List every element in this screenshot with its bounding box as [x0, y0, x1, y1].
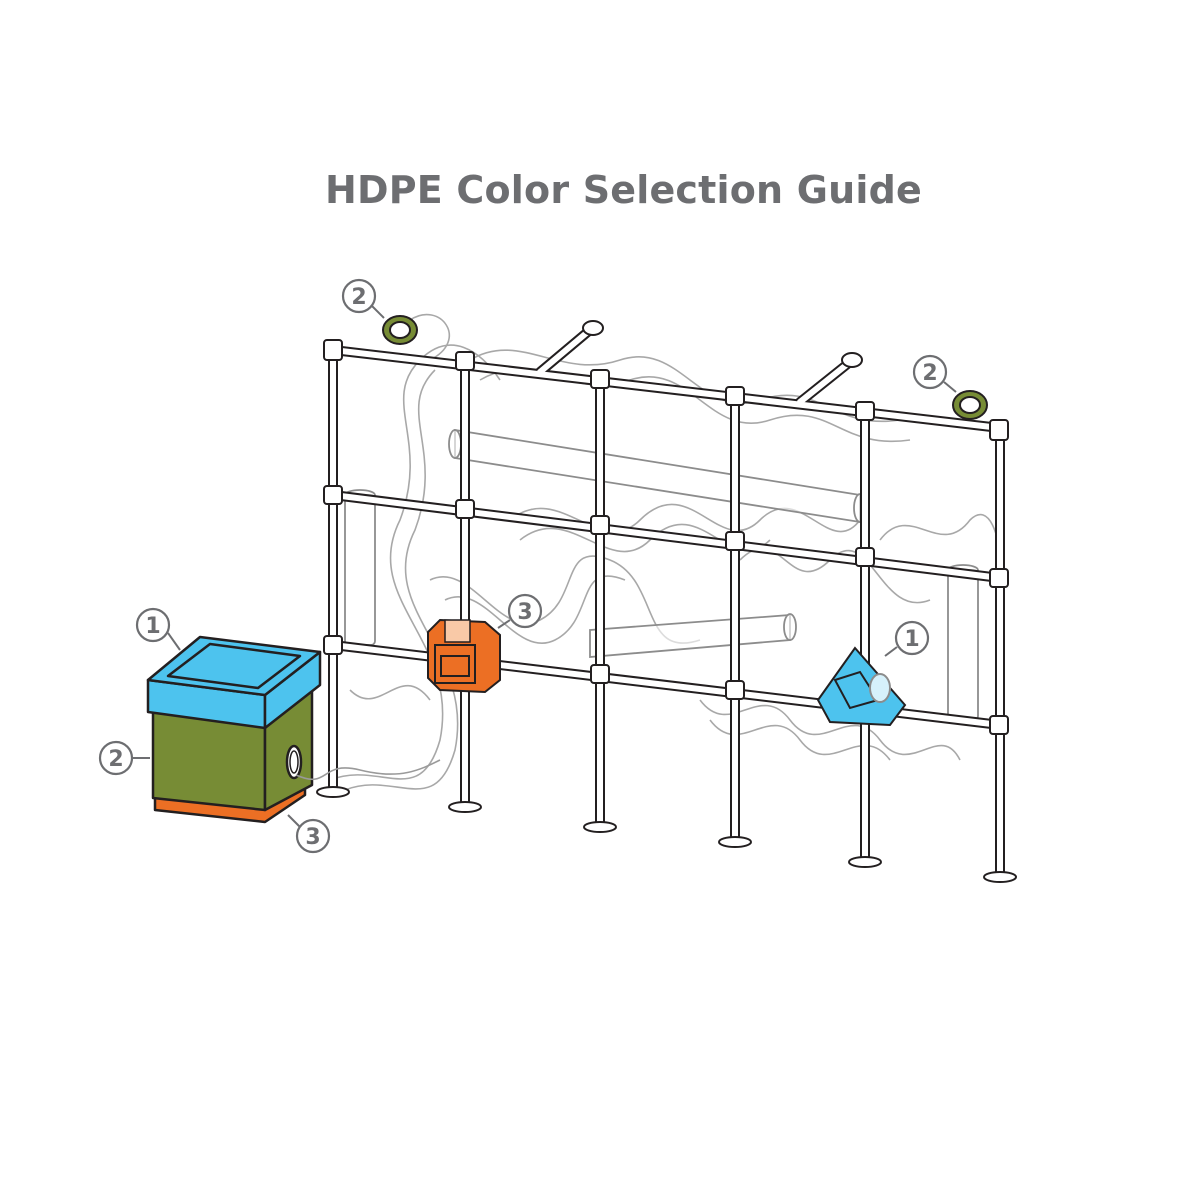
callout-blue-module: 1	[885, 622, 928, 656]
callout-box-body: 2	[100, 742, 150, 774]
callout-ring-right: 2	[914, 356, 956, 392]
blue-module	[818, 648, 905, 725]
ring-left	[383, 316, 417, 344]
svg-text:2: 2	[922, 361, 937, 386]
callout-orange-module: 3	[498, 595, 541, 628]
bin-box	[148, 637, 320, 822]
ring-right	[953, 391, 987, 419]
svg-text:1: 1	[904, 627, 919, 652]
callout-box-lid: 1	[137, 609, 180, 650]
svg-text:3: 3	[517, 600, 532, 625]
svg-text:1: 1	[145, 614, 160, 639]
svg-text:3: 3	[305, 825, 320, 850]
svg-text:2: 2	[108, 747, 123, 772]
callout-box-base: 3	[288, 815, 329, 852]
orange-module	[428, 620, 500, 692]
callout-ring-left: 2	[343, 280, 384, 318]
svg-text:2: 2	[351, 285, 366, 310]
